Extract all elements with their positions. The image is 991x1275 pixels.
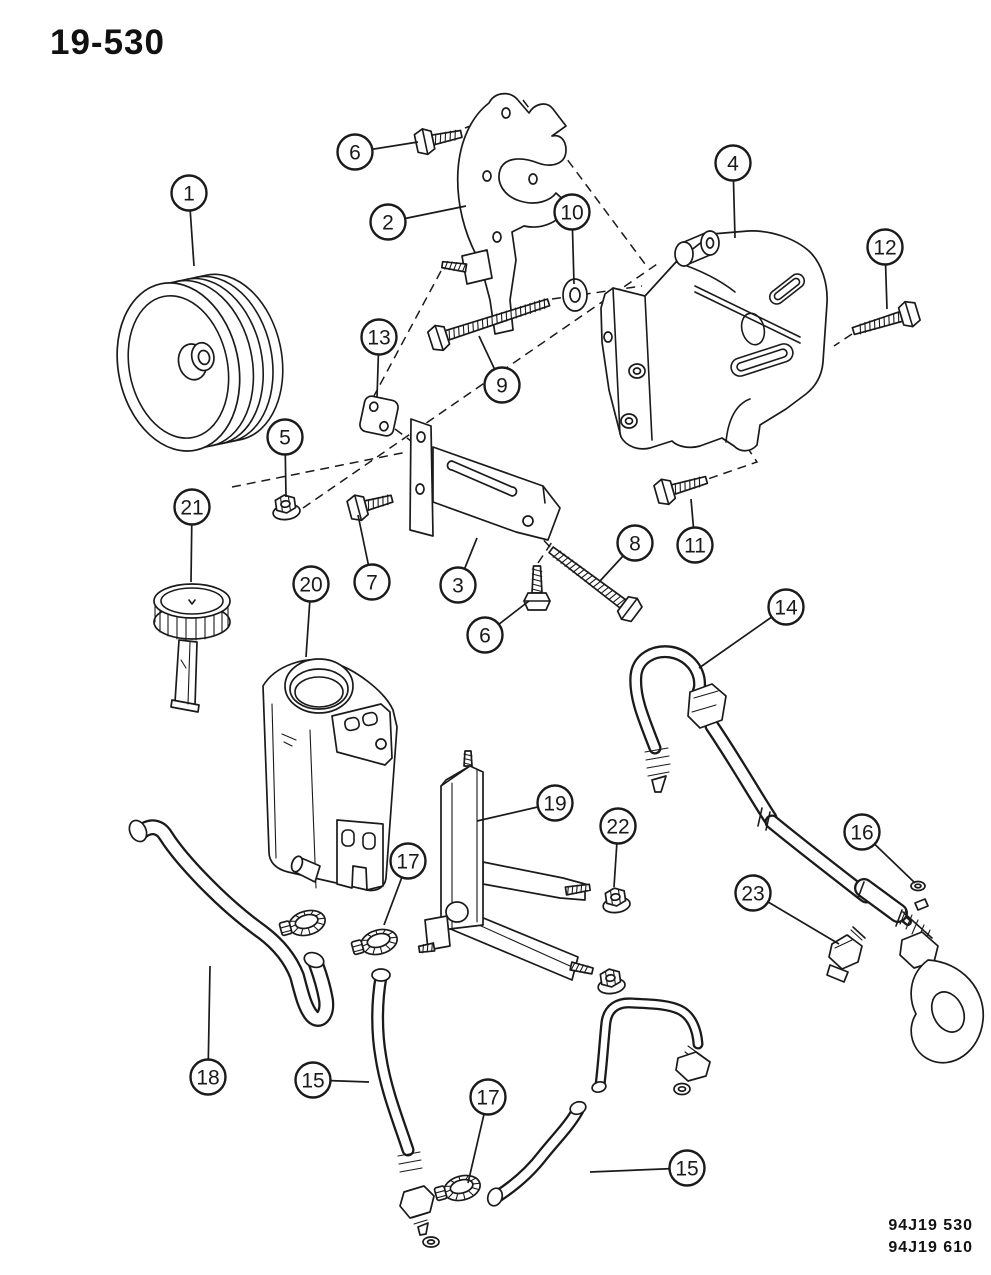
callout-number: 9 [496,375,508,398]
callout-9: 9 [478,335,521,404]
reservoir-drawing [262,658,398,892]
callout-17: 17 [467,1078,507,1184]
callout-19: 19 [476,784,574,822]
brace-bracket-drawing [409,418,561,541]
callout-14: 14 [698,588,805,669]
callout-number: 10 [560,202,583,225]
flange-nut [602,887,631,914]
callout-6: 6 [336,133,419,171]
callout-number: 4 [727,153,739,176]
callout-number: 17 [476,1087,499,1110]
pressure-switch-drawing [826,926,866,983]
plate-code-top: 94J19 530 [888,1217,973,1234]
hose-clamp [278,909,326,937]
hose-clamp [433,1174,481,1202]
hose-fittings-drawing [128,683,985,1248]
callout-20: 20 [292,565,330,658]
hex-bolt [548,546,643,623]
callout-number: 8 [629,533,641,556]
callout-number: 21 [180,497,203,520]
callout-10: 10 [553,193,591,285]
washer-drawing [562,278,588,312]
callout-number: 19 [543,793,566,816]
callout-7: 7 [353,514,391,601]
threaded-stud [463,750,473,767]
support-bracket-drawing [424,765,586,981]
callout-13: 13 [360,318,398,398]
drain-hose-drawing [491,1103,585,1203]
hex-bolt [653,475,709,506]
callout-5: 5 [266,418,304,498]
callout-1: 1 [170,174,208,267]
pulley-drawing [116,273,284,452]
hose-clamp [350,928,398,956]
reservoir-cap-drawing [153,583,231,713]
hardware-layer [272,128,921,1202]
hex-bolt [426,298,551,352]
callout-8: 8 [599,524,654,582]
callout-17: 17 [383,842,427,926]
callout-number: 6 [349,142,361,165]
callout-4: 4 [714,144,752,239]
callout-22: 22 [599,807,637,888]
callout-18: 18 [189,965,227,1096]
callout-number: 3 [452,575,464,598]
callout-16: 16 [843,813,916,884]
callout-number: 14 [774,597,798,620]
callout-number: 23 [741,883,764,906]
spacer-block-drawing [359,395,399,437]
callout-number: 6 [479,625,491,648]
callout-number: 15 [301,1070,324,1093]
callout-15: 15 [589,1149,706,1187]
callout-number: 15 [675,1158,698,1181]
plate-code-bottom: 94J19 610 [888,1239,973,1256]
callout-number: 16 [850,822,873,845]
threaded-stud [569,961,594,975]
hex-bolt [413,128,463,156]
callout-6: 6 [466,600,530,654]
callout-3: 3 [439,537,478,604]
page-title: 19-530 [50,23,165,62]
callout-21: 21 [173,488,211,583]
hex-bolt [523,565,551,611]
callout-number: 17 [396,851,419,874]
callout-number: 20 [299,574,322,597]
callout-number: 13 [367,327,390,350]
upper-bracket-drawing [456,92,569,335]
callout-15: 15 [294,1061,370,1099]
hex-bolt [851,300,921,336]
callout-2: 2 [369,203,467,241]
flange-nut [597,968,626,995]
supply-hose-drawing [371,970,415,1157]
callout-number: 5 [279,427,291,450]
callout-number: 7 [366,572,378,595]
threaded-stud [564,883,592,896]
callout-number: 22 [606,816,629,839]
callout-12: 12 [866,228,904,310]
callout-number: 1 [183,183,195,206]
callout-number: 2 [382,212,394,235]
threaded-stud [417,942,436,954]
return-hose-drawing [132,819,335,1027]
callout-number: 18 [196,1067,219,1090]
hex-bolt [346,494,394,522]
return-tube-drawing [594,997,704,1091]
callout-23: 23 [734,874,840,945]
callout-number: 12 [873,237,896,260]
mounting-bracket-drawing [600,230,828,452]
flange-nut [272,494,301,521]
threaded-stud [440,260,468,273]
o-ring-drawing [910,880,926,892]
callout-number: 11 [684,535,706,558]
callout-11: 11 [676,498,714,564]
